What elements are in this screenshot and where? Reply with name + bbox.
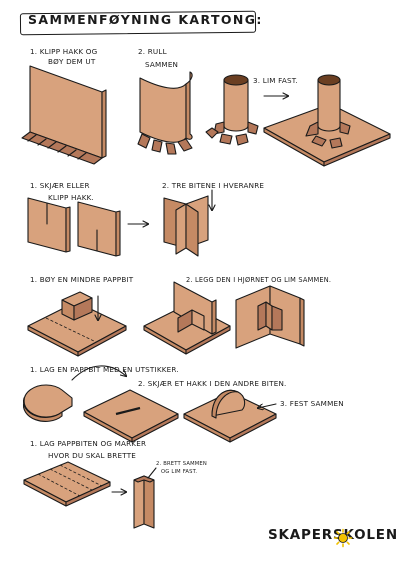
s4-tab-piece: [22, 384, 73, 422]
s4-step1: 1. LAG EN PAPPBIT MED EN UTSTIKKER.: [30, 365, 179, 374]
s1-tube-on-plate: [263, 74, 391, 167]
s1-panel-notched: [21, 65, 107, 165]
s5-step1-line1: 1. LAG PAPPBITEN OG MARKER: [30, 439, 147, 448]
s2-step2: 2. TRE BITENE I HVERANRE: [162, 181, 265, 190]
s1-panel-curled: [137, 71, 193, 155]
s1-step2-line2: SAMMEN: [145, 60, 179, 69]
s2-cross-joint: [163, 189, 212, 257]
s5-step1-line2: HVOR DU SKAL BRETTE: [48, 451, 137, 460]
s3-corner-side-view: [235, 285, 305, 349]
s2-step1-line1: 1. SKJÆR ELLER: [30, 181, 90, 190]
s2-piece-b: [77, 201, 121, 257]
s4-step3: 3. FEST SAMMEN: [280, 399, 344, 408]
page-title: SAMMENFØYNING KARTONG:: [28, 12, 263, 27]
s5-step2-line1: 2. BRETT SAMMEN: [156, 461, 207, 467]
s3-step1: 1. BØY EN MINDRE PAPPBIT: [30, 275, 134, 284]
s5-folded-profile: [133, 467, 157, 529]
s4-slotted-plate: [83, 389, 179, 443]
s2-step1-line2: KLIPP HAKK.: [48, 193, 95, 202]
s5-flat-plate: [23, 461, 111, 507]
s1-tube: [205, 74, 259, 146]
s1-step3: 3. LIM FAST.: [253, 76, 298, 85]
s4-step2: 2. SKJÆR ET HAKK I DEN ANDRE BITEN.: [138, 379, 287, 388]
s1-step2-line1: 2. RULL: [138, 47, 167, 56]
skaperskolen-logo: SKAPERSKOLEN: [268, 527, 398, 543]
s3-corner-assembled: [143, 281, 231, 355]
s5-step2-line2: OG LIM FAST.: [161, 469, 198, 475]
s4-joined: [183, 389, 277, 443]
s1-step1-line1: 1. KLIPP HAKK OG: [30, 47, 98, 56]
s1-step1-line2: BØY DEM UT: [48, 57, 96, 66]
s3-step2: 2. LEGG DEN I HJØRNET OG LIM SAMMEN.: [186, 276, 332, 284]
s2-piece-a: [27, 197, 71, 253]
s3-plate-with-tab: [27, 291, 127, 357]
